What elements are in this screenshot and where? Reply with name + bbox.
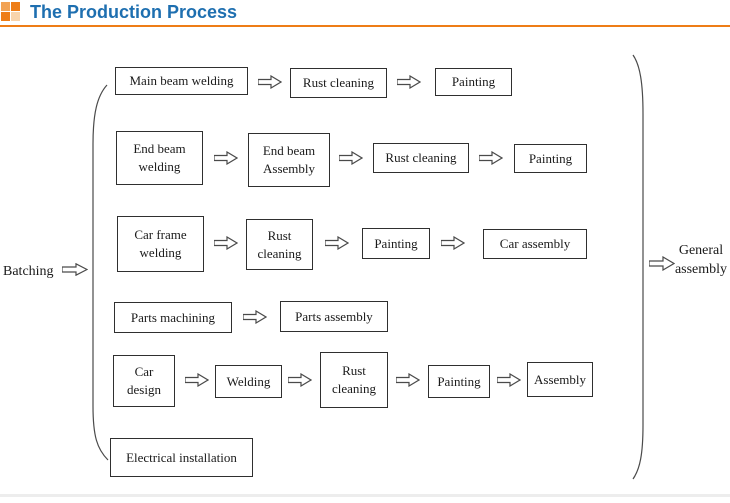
flow-arrow-icon [441, 236, 465, 250]
process-box-parts-assembly: Parts assembly [280, 301, 388, 332]
process-box-rust-cleaning-4: Rust cleaning [320, 352, 388, 408]
process-box-main-beam-welding: Main beam welding [115, 67, 248, 95]
orange-squares-icon [1, 2, 21, 22]
flow-arrow-icon [339, 151, 363, 165]
process-box-painting-4: Painting [428, 365, 490, 398]
flow-arrow-icon [325, 236, 349, 250]
batching-arrow-icon [62, 263, 88, 276]
process-box-car-frame-welding: Car frame welding [117, 216, 204, 272]
general-assembly-label: General assembly [672, 241, 730, 279]
process-box-rust-cleaning-3: Rust cleaning [246, 219, 313, 270]
process-box-car-design: Car design [113, 355, 175, 407]
flow-arrow-icon [396, 373, 420, 387]
process-box-painting-3: Painting [362, 228, 430, 259]
process-box-end-beam-assembly: End beam Assembly [248, 133, 330, 187]
process-box-rust-cleaning-2: Rust cleaning [373, 143, 469, 173]
flow-arrow-icon [214, 236, 238, 250]
left-parenthesis [92, 84, 109, 461]
process-box-electrical-installation: Electrical installation [110, 438, 253, 477]
flow-arrow-icon [288, 373, 312, 387]
header-accent-rule [0, 25, 730, 27]
flow-arrow-icon [397, 75, 421, 89]
process-box-end-beam-welding: End beam welding [116, 131, 203, 185]
bottom-divider [0, 494, 730, 497]
process-box-assembly: Assembly [527, 362, 593, 397]
batching-label: Batching [3, 264, 54, 279]
flow-arrow-icon [243, 310, 267, 324]
process-box-welding: Welding [215, 365, 282, 398]
general-assembly-arrow-icon [649, 256, 675, 271]
general-assembly-line1: General [678, 243, 724, 258]
process-box-painting-2: Painting [514, 144, 587, 173]
process-box-rust-cleaning-1: Rust cleaning [290, 68, 387, 98]
page-title: The Production Process [30, 2, 238, 22]
flow-arrow-icon [258, 75, 282, 89]
flow-arrow-icon [497, 373, 521, 387]
right-parenthesis [632, 54, 644, 480]
process-box-parts-machining: Parts machining [114, 302, 232, 333]
flow-arrow-icon [479, 151, 503, 165]
process-box-car-assembly: Car assembly [483, 229, 587, 259]
process-box-painting-1: Painting [435, 68, 512, 96]
flow-arrow-icon [214, 151, 238, 165]
flow-arrow-icon [185, 373, 209, 387]
general-assembly-line2: assembly [674, 262, 728, 277]
